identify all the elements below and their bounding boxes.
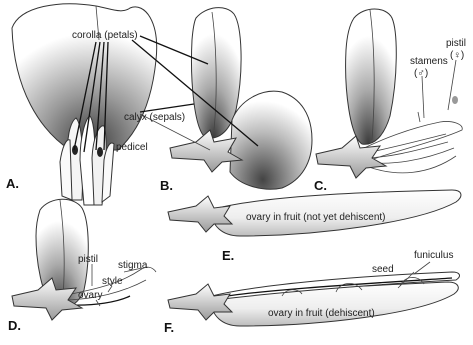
label-pedicel: pedicel — [116, 142, 148, 153]
panel-c-flower-dissected: C. — [314, 9, 462, 193]
label-seed: seed — [372, 264, 394, 275]
label-pistil-c-symbol: (♀) — [450, 50, 464, 61]
label-style: style — [102, 276, 123, 287]
panel-label-b: B. — [160, 178, 173, 193]
panel-label-e: E. — [222, 248, 234, 263]
panel-label-a: A. — [6, 176, 19, 191]
panel-f-open-pod: F. — [164, 272, 459, 335]
panel-label-d: D. — [8, 318, 21, 333]
label-pistil-d: pistil — [78, 254, 98, 265]
label-ovary-fruit-closed: ovary in fruit (not yet dehiscent) — [246, 212, 386, 223]
panel-label-c: C. — [314, 178, 327, 193]
pod-lower-valve-f — [210, 282, 458, 326]
panel-label-f: F. — [164, 320, 174, 335]
label-stigma: stigma — [118, 260, 148, 271]
label-stamens: stamens — [410, 56, 448, 67]
label-funiculus: funiculus — [414, 250, 453, 261]
label-ovary: ovary — [78, 290, 102, 301]
panel-b-flower-side: B. — [160, 8, 312, 193]
label-ovary-fruit-open: ovary in fruit (dehiscent) — [268, 308, 375, 319]
wing-keel-b — [230, 91, 312, 189]
label-stamens-symbol: (♂) — [414, 68, 428, 79]
label-corolla: corolla (petals) — [72, 30, 138, 41]
label-calyx: calyx (sepals) — [124, 112, 185, 123]
label-pistil-c: pistil — [446, 38, 466, 49]
standard-petal-c — [346, 9, 397, 144]
